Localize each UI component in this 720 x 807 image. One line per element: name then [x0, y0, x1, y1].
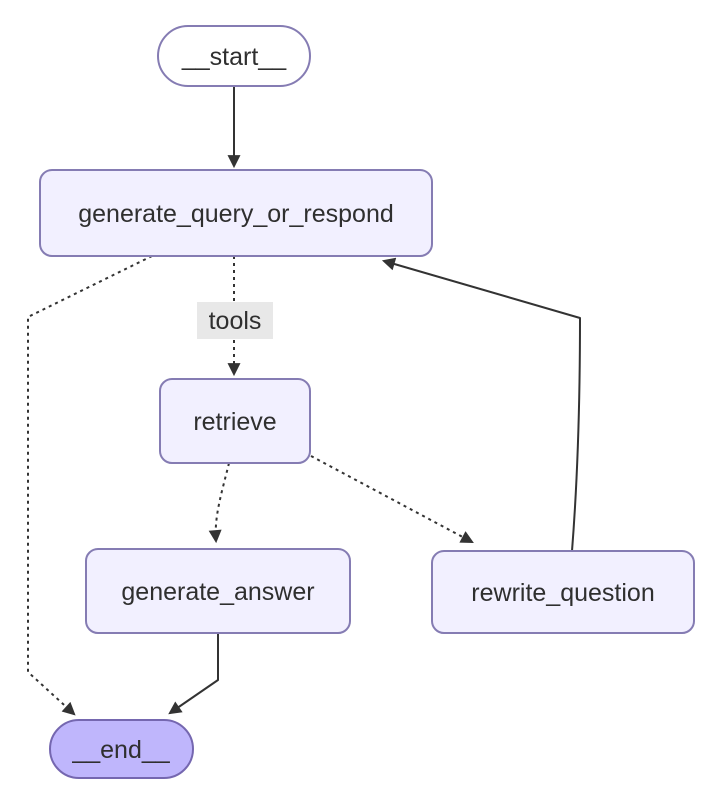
- node-generate-answer-label: generate_answer: [121, 578, 314, 606]
- node-generate-query-or-respond: generate_query_or_respond: [39, 169, 433, 257]
- node-end-shape: [49, 719, 194, 779]
- node-retrieve-label: retrieve: [193, 408, 276, 436]
- edge-retrieve-to-generate-answer: [208, 462, 230, 544]
- node-generate-answer: generate_answer: [85, 548, 351, 634]
- node-retrieve: retrieve: [159, 378, 311, 464]
- edge-rewrite-question-to-generate-query-or-respond: [381, 257, 581, 552]
- node-start-shape: [157, 25, 311, 87]
- node-end: __end__: [49, 719, 194, 779]
- node-start-label: __start__: [181, 43, 287, 71]
- node-retrieve-shape: [159, 378, 311, 464]
- node-rewrite-question: rewrite_question: [431, 550, 695, 634]
- edge-label-tools-background: [197, 302, 273, 339]
- edge-label-tools: tools: [197, 302, 273, 339]
- node-start: __start__: [157, 25, 311, 87]
- node-rewrite-question-label: rewrite_question: [471, 579, 654, 607]
- node-generate-answer-shape: [85, 548, 351, 634]
- edge-generate-query-or-respond-to-end: [27, 255, 153, 716]
- node-generate-query-or-respond-shape: [39, 169, 433, 257]
- node-end-label: __end__: [71, 736, 170, 764]
- edge-label-tools-text: tools: [209, 307, 262, 335]
- edge-retrieve-to-rewrite-question: [310, 455, 474, 544]
- node-rewrite-question-shape: [431, 550, 695, 634]
- node-generate-query-or-respond-label: generate_query_or_respond: [78, 200, 394, 228]
- edge-generate-answer-to-end: [168, 633, 219, 715]
